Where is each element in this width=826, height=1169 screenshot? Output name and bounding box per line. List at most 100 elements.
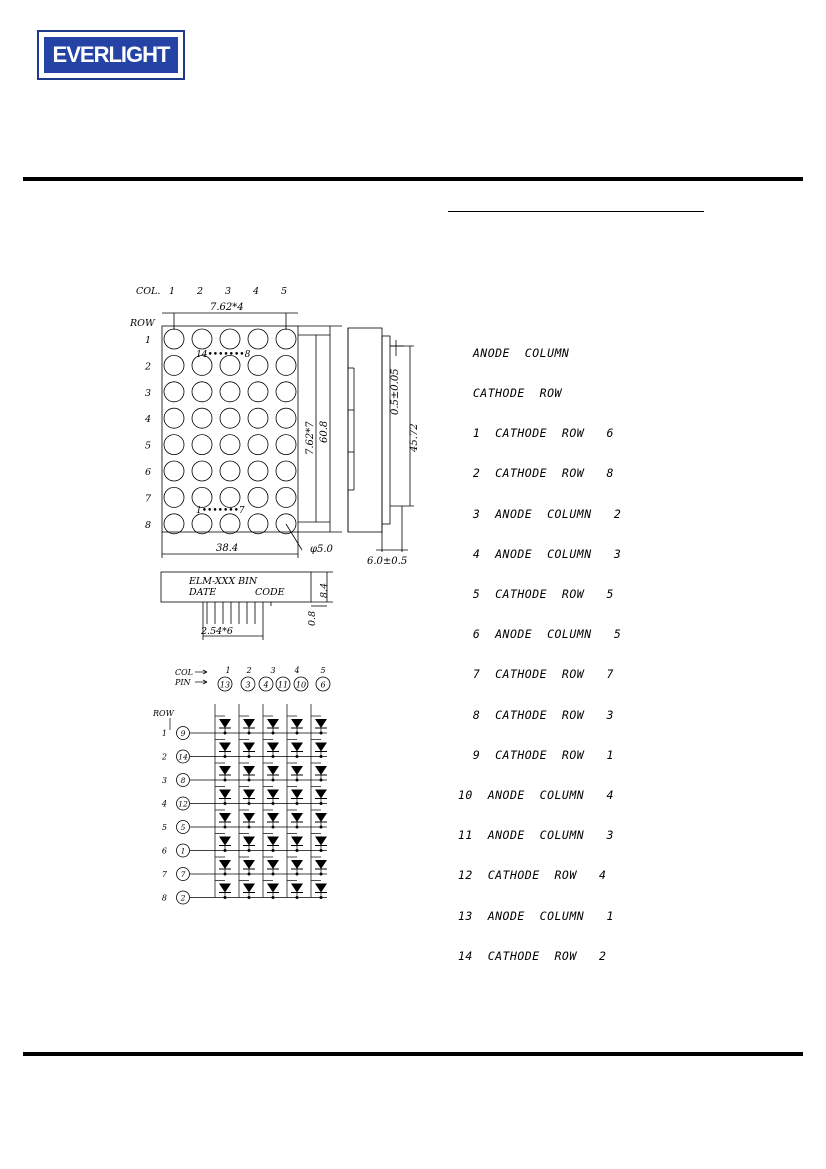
led-diode [219,883,231,893]
row-pin-circle [176,749,190,764]
pin-row: ANODE COLUMN [458,345,570,360]
pin-row: 2 CATHODE ROW 8 [458,466,614,481]
junction-dot [295,872,299,876]
pin-row: 1 CATHODE ROW 6 [458,426,614,441]
row-pin-number: 9 [181,729,186,738]
led-dot [163,513,185,535]
led-dot [163,407,185,429]
junction-dot [295,778,299,782]
col-number: 5 [320,666,325,675]
led-diode [243,719,255,728]
row-pin-circle [176,867,190,881]
col-pin-number: 6 [320,681,325,690]
row-number: 6 [162,847,167,856]
led-diode [267,719,279,728]
side-view-drawing: 0.5±0.05 45.72 6.0±0.5 [347,327,420,567]
led-dot [219,407,241,429]
junction-dot [295,731,299,735]
led-dot [247,460,269,482]
led-diode [219,789,231,799]
led-dot [275,513,297,535]
depth-label: 8.4 [319,583,330,598]
junction-dot [319,802,323,805]
junction-dot [247,802,251,805]
bottom-date: DATE [188,587,216,598]
led-diode [291,789,303,799]
sch-pin-label: PIN [174,678,192,687]
bottom-code: CODE [255,587,285,598]
junction-dot [319,755,323,758]
row-pin-number: 14 [178,753,188,762]
footer-rule [23,1052,803,1056]
led-diode [291,766,303,775]
led-diode [291,860,303,869]
led-dot [191,486,213,508]
sch-row-label: ROW [152,709,175,718]
row-number: 5 [162,823,167,832]
led-diode [291,813,303,822]
row-number: 3 [162,776,167,785]
col-number: 2 [196,286,203,297]
pin-thick-label: 0.8 [307,611,318,626]
junction-dot [223,849,227,852]
junction-dot [295,802,299,805]
pitch-v-label: 7.62*7 [305,421,316,455]
led-dot [163,460,185,482]
row-pin-number: 7 [181,870,186,879]
row-label: ROW [129,318,156,329]
pin-row: 11 ANODE COLUMN 3 [458,828,614,843]
height-label: 60.8 [319,421,330,443]
pin-row: 14 CATHODE ROW 2 [458,948,607,963]
pin-row: CATHODE ROW [458,386,562,401]
led-dot [247,434,269,456]
col-pin-number: 13 [220,681,230,690]
row-number: 5 [145,441,151,452]
pin-row: 8 CATHODE ROW 3 [458,707,614,722]
row-pin-circle [176,796,190,811]
row-number: 4 [161,800,167,809]
led-diode [243,789,255,799]
col-pin-circle [258,676,274,692]
col-pin-number: 3 [245,681,250,690]
junction-dot [319,778,323,782]
led-dot [275,460,297,482]
col-pin-circle [293,676,309,692]
led-diode [267,883,279,893]
junction-dot [223,755,227,758]
led-diode [315,813,327,822]
led-dot [163,328,185,350]
led-dot [163,434,185,456]
led-dot [191,434,213,456]
row-number: 1 [162,729,167,738]
junction-dot [223,872,227,876]
row-pin-circle [176,773,190,787]
col-label: COL. [136,286,160,297]
led-diode [315,860,327,869]
led-dot [191,513,213,535]
junction-dot [223,825,227,829]
led-diode [267,860,279,869]
col-number: 3 [225,286,231,297]
led-diode [219,766,231,775]
junction-dot [223,731,227,735]
col-pin-number: 11 [278,681,288,690]
led-dot [219,328,241,350]
row-pin-circle [176,820,190,834]
led-diode [219,836,231,846]
side-outline [347,327,383,533]
logo-text: EVERLIGHT [52,42,171,67]
row-pin-number: 2 [180,894,186,903]
led-diode [267,836,279,846]
led-diode [219,813,231,822]
led-diode [291,883,303,893]
row-pin-circle [176,726,190,740]
pin-row: 3 ANODE COLUMN 2 [458,506,622,521]
pitch-h-label: 7.62*4 [210,302,244,313]
junction-dot [247,755,251,758]
row-pin-circle [176,843,190,858]
junction-dot [295,896,299,899]
junction-dot [247,849,251,852]
junction-dot [223,778,227,782]
led-diode [219,860,231,869]
